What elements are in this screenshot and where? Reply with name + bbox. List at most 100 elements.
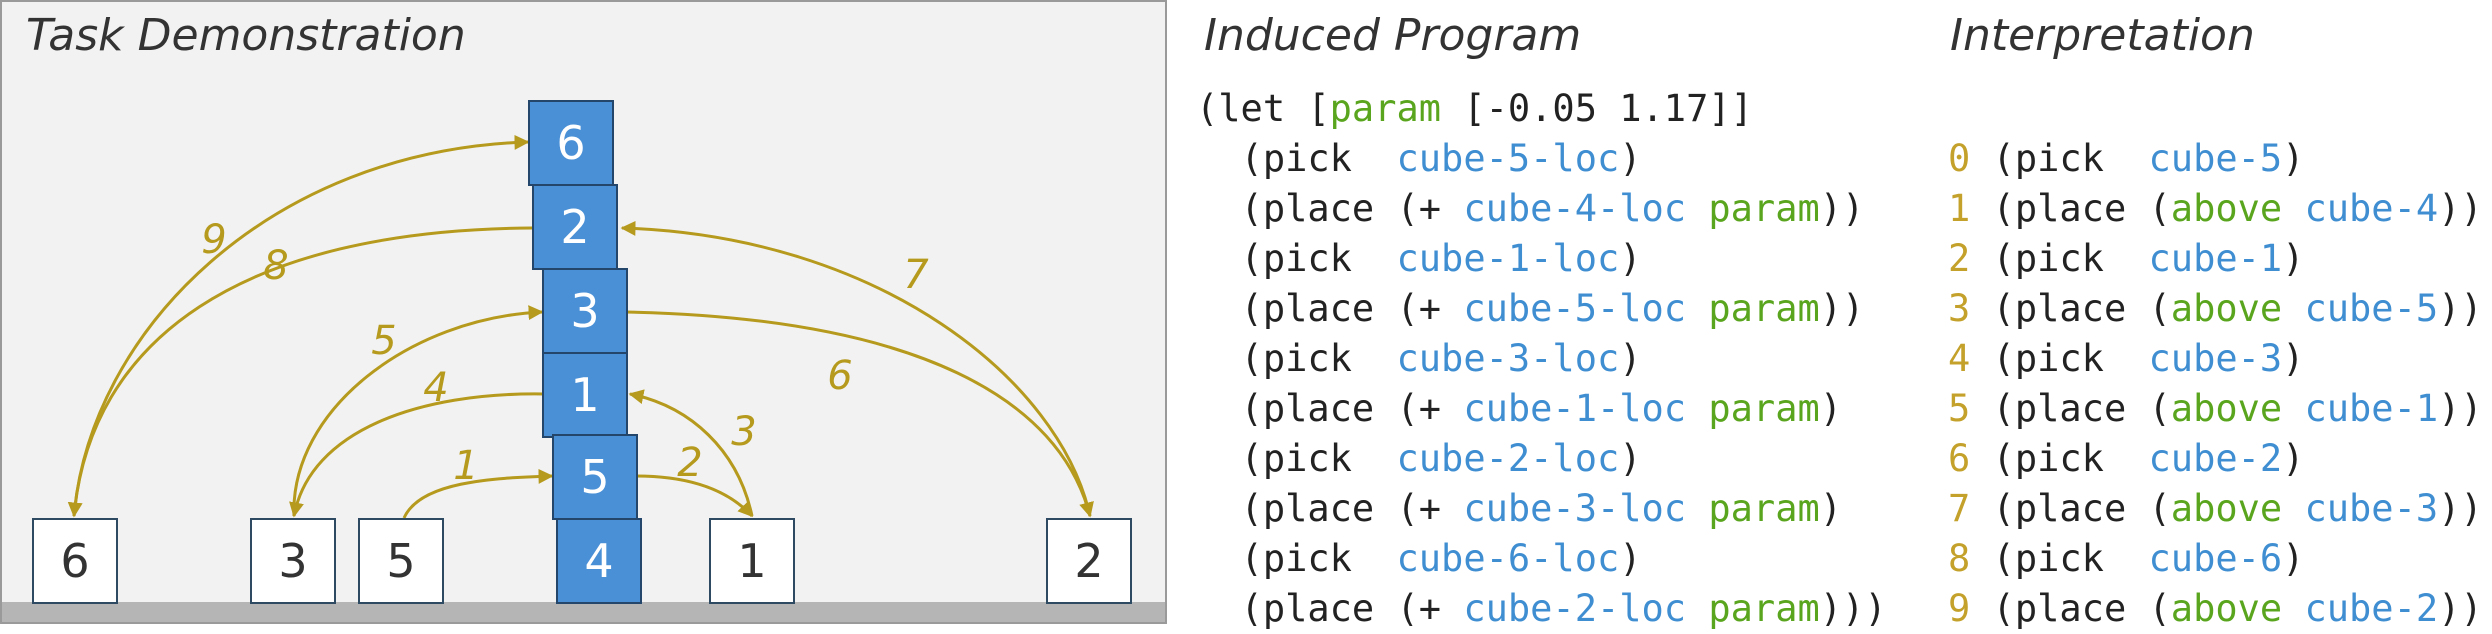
program-line: (pick cube-6-loc) [1196,537,1642,580]
tower-cube-3: 3 [542,268,628,354]
interp-close: ) [2282,537,2305,580]
arrow-step-4 [289,392,545,518]
program-param: param [1708,387,1820,430]
program-plus: (+ [1396,387,1464,430]
floor-cube-2: 2 [1046,518,1132,604]
program-op: pick [1262,537,1352,580]
program-pad [1374,387,1396,430]
interp-pad [2104,237,2149,280]
param-values: [-0.05 1.17]] [1441,87,1753,130]
step-number: 1 [1948,187,1971,230]
program-target: cube-5-loc [1463,287,1687,330]
interp-op: pick [2014,337,2104,380]
interp-op: place [2014,187,2127,230]
program-line: (pick cube-1-loc) [1196,237,1642,280]
demo-title: Task Demonstration [26,10,466,61]
program-plus: (+ [1396,187,1464,230]
interp-target: cube-1 [2304,387,2439,430]
program-close: ) [1619,537,1642,580]
interp-target: cube-2 [2304,587,2439,630]
step-number: 6 [1948,437,1971,480]
step-label-8: 8 [263,243,289,289]
interp-target: cube-6 [2148,537,2283,580]
interp-close: )) [2438,387,2483,430]
interp-op: pick [2014,237,2104,280]
step-label-3: 3 [731,409,757,455]
program-pad [1374,187,1396,230]
program-target: cube-1-loc [1396,237,1620,280]
program-close: ) [1619,137,1642,180]
interpretation-line: 7 (place (above cube-3)) [1948,487,2483,530]
interp-above: above [2170,487,2283,530]
interp-above: above [2170,587,2283,630]
interp-target: cube-4 [2304,187,2439,230]
floor-cube-6: 6 [32,518,118,604]
program-line: (place (+ cube-2-loc param))) [1196,587,1887,630]
interpretation-line: 2 (pick cube-1) [1948,237,2305,280]
param-keyword: param [1329,87,1442,130]
step-label-4: 4 [423,365,449,411]
program-param: param [1708,287,1820,330]
arrow-step-6 [625,310,1094,518]
arrows-layer [67,134,1094,519]
interp-target: cube-3 [2304,487,2439,530]
tower-cube-2: 2 [532,184,618,270]
program-pad [1352,237,1397,280]
step-number: 0 [1948,137,1971,180]
interp-op: pick [2014,437,2104,480]
interpretation-line: 6 (pick cube-2) [1948,437,2305,480]
interp-close: ) [2282,237,2305,280]
program-target: cube-1-loc [1463,387,1687,430]
interp-pad [2104,537,2149,580]
interp-pad [2104,137,2149,180]
program-close: ) [1619,237,1642,280]
interpretation-line: 9 (place (above cube-2)) [1948,587,2483,630]
interp-pad [2126,587,2148,630]
program-op: place [1262,487,1375,530]
program-title: Induced Program [1204,10,1582,61]
program-pad [1374,487,1396,530]
interp-pad [2126,187,2148,230]
interp-target: cube-5 [2148,137,2283,180]
program-pad [1352,437,1397,480]
program-param: param [1708,487,1820,530]
program-close: )) [1819,287,1865,330]
interp-pad [2126,287,2148,330]
program-pad [1352,337,1397,380]
interp-target: cube-3 [2148,337,2283,380]
program-op: place [1262,387,1375,430]
program-target: cube-3-loc [1463,487,1687,530]
step-number: 8 [1948,537,1971,580]
interp-op: place [2014,487,2127,530]
interp-op: pick [2014,537,2104,580]
program-line: (place (+ cube-1-loc param) [1196,387,1843,430]
program-target: cube-6-loc [1396,537,1620,580]
interp-above: above [2170,287,2283,330]
program-pad [1374,287,1396,330]
interpretation-line: 3 (place (above cube-5)) [1948,287,2483,330]
floor-cube-1: 1 [709,518,795,604]
floor-cube-3: 3 [250,518,336,604]
program-op: pick [1262,337,1352,380]
step-number: 4 [1948,337,1971,380]
step-number: 3 [1948,287,1971,330]
interp-op: place [2014,587,2127,630]
arrow-step-3 [628,389,754,517]
interpretation-line: 4 (pick cube-3) [1948,337,2305,380]
interp-op: place [2014,387,2127,430]
interp-close: ) [2282,437,2305,480]
interpretation-line: 1 (place (above cube-4)) [1948,187,2483,230]
program-op: pick [1262,437,1352,480]
step-label-9: 9 [201,217,227,263]
step-label-6: 6 [827,353,853,399]
program-target: cube-2-loc [1396,437,1620,480]
step-number: 9 [1948,587,1971,630]
arrow-step-7 [620,220,1092,517]
program-line: (pick cube-2-loc) [1196,437,1642,480]
program-pad [1374,587,1396,630]
program-target: cube-4-loc [1463,187,1687,230]
interp-target: cube-2 [2148,437,2283,480]
program-target: cube-5-loc [1396,137,1620,180]
ground-surface [2,602,1165,622]
program-op: place [1262,587,1375,630]
